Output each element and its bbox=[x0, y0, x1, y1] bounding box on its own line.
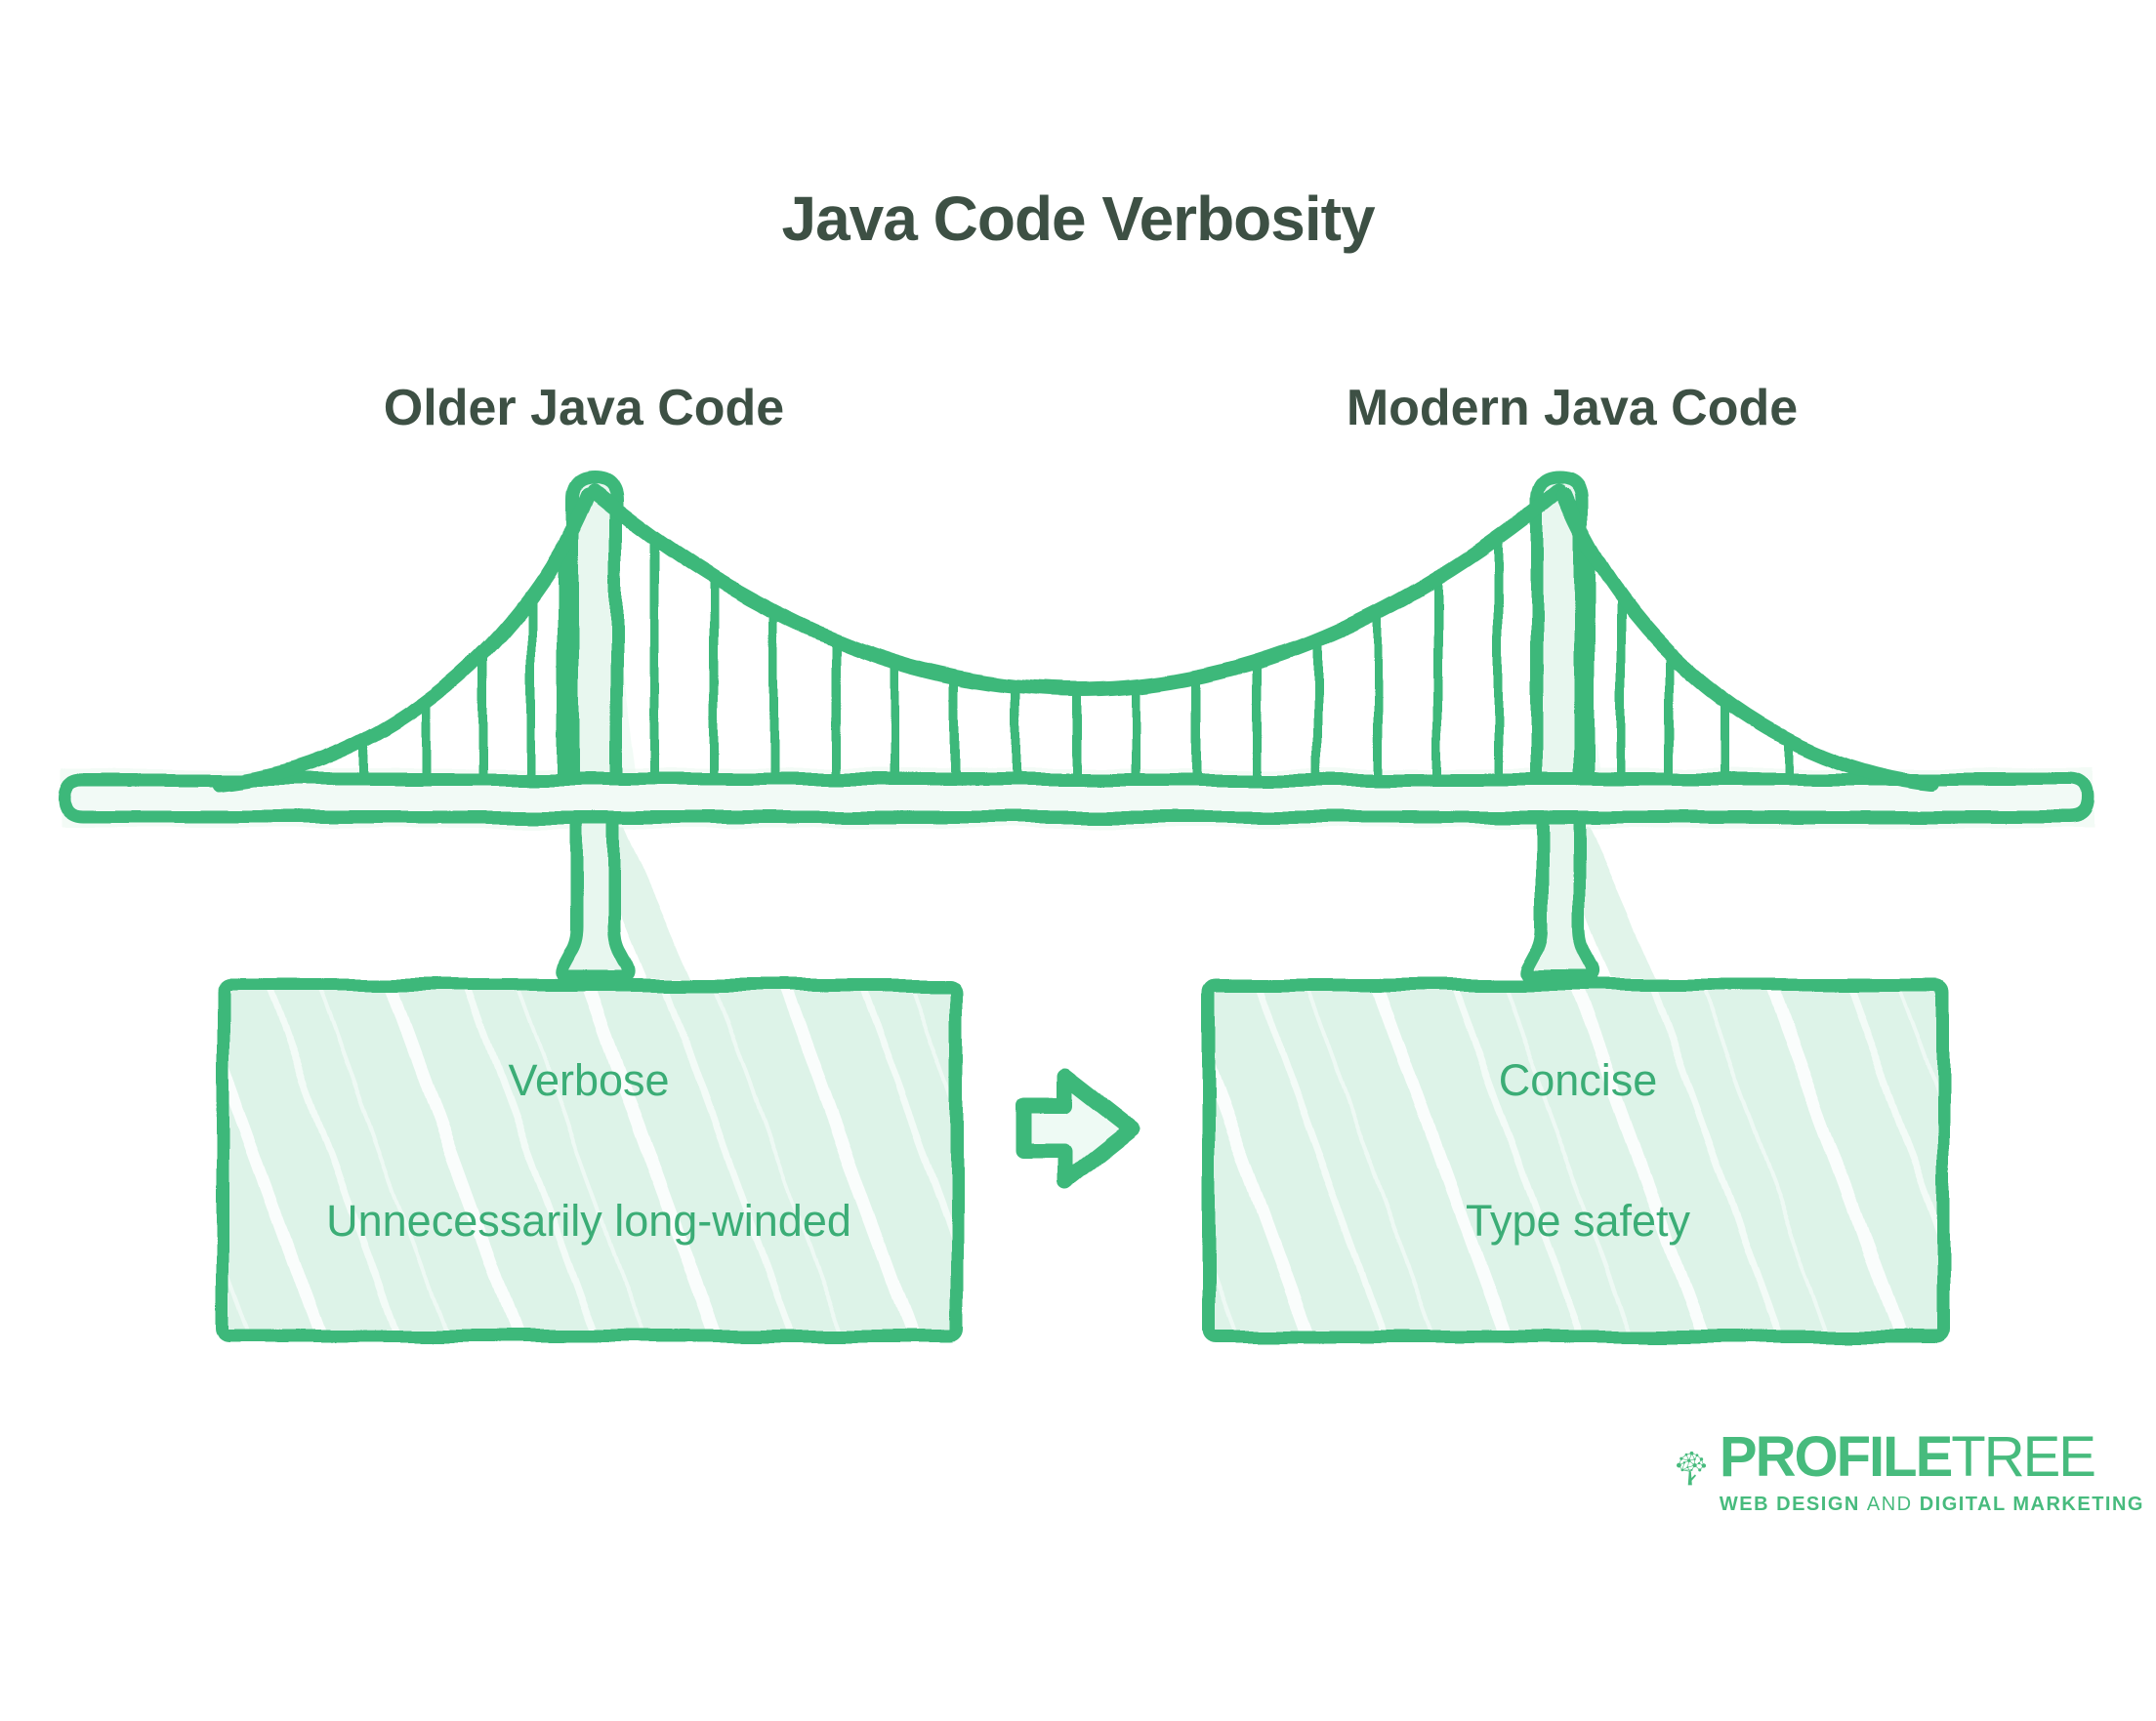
older-point-long-winded: Unnecessarily long-winded bbox=[326, 1196, 851, 1246]
main-cables bbox=[212, 483, 1940, 792]
page-title: Java Code Verbosity bbox=[781, 183, 1375, 254]
suspender-cables bbox=[249, 534, 1903, 801]
profiletree-logo: PROFILETREE WEB DESIGN AND DIGITAL MARKE… bbox=[1676, 1415, 2144, 1533]
older-java-heading: Older Java Code bbox=[383, 380, 785, 436]
older-point-verbose: Verbose bbox=[508, 1055, 670, 1105]
bridge-deck bbox=[58, 773, 2094, 824]
right-arrow-icon bbox=[1016, 1068, 1140, 1190]
left-tower-leg bbox=[555, 803, 636, 983]
right-tower bbox=[1530, 471, 1588, 794]
brand-tagline: WEB DESIGN AND DIGITAL MARKETING bbox=[1719, 1494, 2144, 1515]
right-tower-leg bbox=[1519, 803, 1600, 983]
modern-point-type-safety: Type safety bbox=[1465, 1196, 1691, 1246]
brand-profile: PROFILE bbox=[1719, 1425, 1953, 1489]
modern-java-box bbox=[1202, 978, 1950, 1343]
brand-tree: TREE bbox=[1951, 1425, 2096, 1489]
network-tree-icon bbox=[1677, 1451, 1706, 1486]
left-tower bbox=[565, 471, 623, 794]
brand-wordmark: PROFILETREE bbox=[1720, 1429, 2144, 1486]
modern-java-heading: Modern Java Code bbox=[1346, 380, 1799, 436]
older-java-box bbox=[216, 978, 964, 1343]
modern-point-concise: Concise bbox=[1498, 1055, 1658, 1105]
